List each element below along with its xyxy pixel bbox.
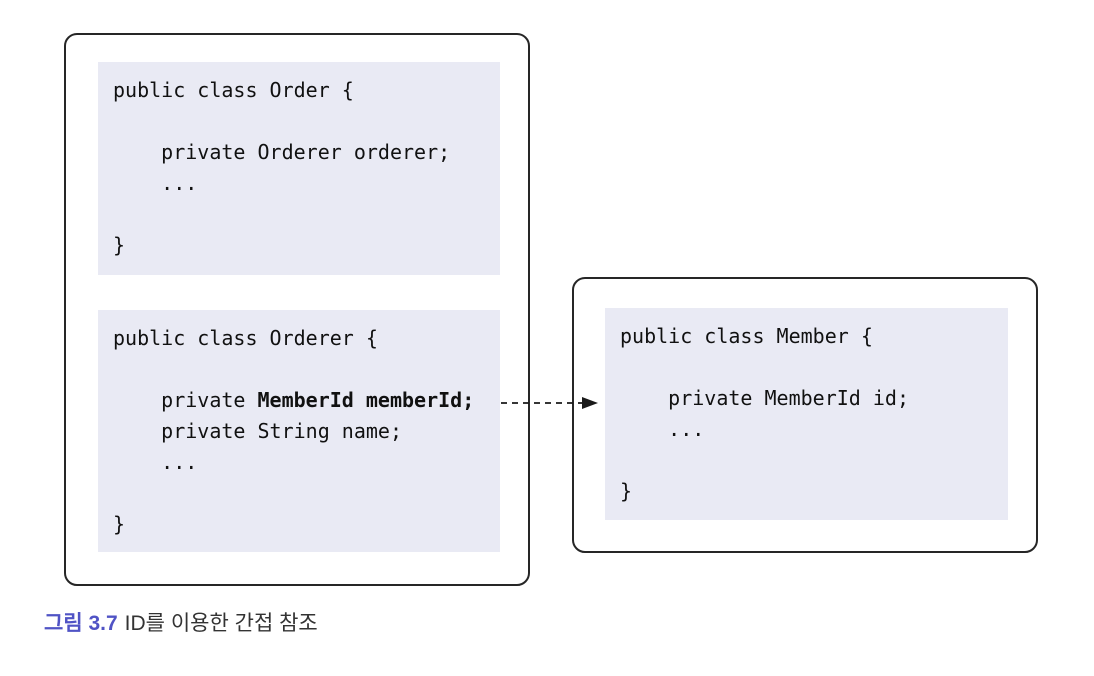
code-line: private Orderer orderer;: [113, 140, 451, 164]
code-line: ...: [620, 417, 705, 441]
code-line: [620, 445, 993, 476]
code-line: private String name;: [113, 419, 402, 443]
code-line: private MemberId id;: [620, 386, 909, 410]
code-line: public class Member {: [620, 324, 873, 348]
figure-number: 그림 3.7: [44, 612, 118, 635]
arrowhead-icon: [582, 397, 598, 409]
code-line: }: [620, 479, 633, 503]
code-line: public class Orderer {: [113, 326, 378, 350]
code-line: [113, 478, 485, 509]
code-line: }: [113, 512, 126, 536]
code-line: private MemberId memberId;: [113, 388, 475, 412]
code-line: }: [113, 233, 126, 257]
figure-caption-text: ID를 이용한 간접 참조: [124, 612, 318, 635]
code-line: ...: [113, 171, 198, 195]
code-line: [113, 199, 485, 230]
code-line: [113, 106, 485, 137]
code-line: public class Order {: [113, 78, 354, 102]
code-line: ...: [113, 450, 198, 474]
member-class-code: public class Member { private MemberId i…: [605, 308, 1008, 520]
code-line: [620, 352, 993, 383]
code-line: [113, 354, 485, 385]
orderer-class-code: public class Orderer { private MemberId …: [98, 310, 500, 552]
order-class-code: public class Order { private Orderer ord…: [98, 62, 500, 275]
dashed-reference-arrow: [501, 397, 598, 409]
figure-caption: 그림 3.7 ID를 이용한 간접 참조: [44, 610, 318, 638]
